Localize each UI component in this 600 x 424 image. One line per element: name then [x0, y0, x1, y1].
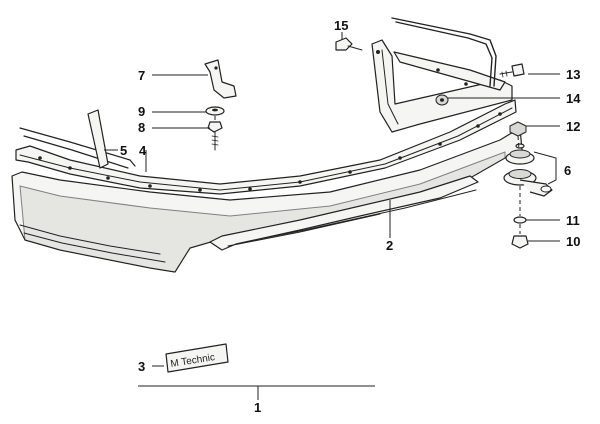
callout-2: 2 [386, 238, 393, 253]
callout-12: 12 [566, 119, 580, 134]
rubber-buffer-icon [503, 143, 553, 197]
bolt-icon [207, 121, 223, 151]
mounting-hole-row [38, 112, 502, 192]
callout-9: 9 [138, 104, 145, 119]
callout-4: 4 [139, 143, 147, 158]
bumper-impact-strip [15, 99, 517, 195]
callout-7: 7 [138, 68, 145, 83]
bolt-icon [499, 63, 525, 78]
callout-10: 10 [566, 234, 580, 249]
m-technic-badge: M Technic [165, 343, 229, 373]
leader-lines [104, 32, 560, 400]
washer-icon [205, 106, 225, 116]
bracket-icon [204, 59, 237, 99]
clip-icon [335, 37, 363, 51]
callout-1: 1 [254, 400, 261, 415]
bumper-cover [11, 127, 523, 273]
callout-3: 3 [138, 359, 145, 374]
callout-6: 6 [564, 163, 571, 178]
nut-icon [509, 121, 527, 137]
washer-icon [513, 216, 527, 224]
callout-15: 15 [334, 18, 348, 33]
nut-icon [435, 94, 449, 106]
bolt-icon [511, 235, 529, 249]
callout-5: 5 [120, 143, 127, 158]
callout-8: 8 [138, 120, 145, 135]
callout-14: 14 [566, 91, 581, 106]
bumper-carrier [371, 39, 513, 133]
end-trim-piece [87, 109, 109, 169]
callout-13: 13 [566, 67, 580, 82]
callout-11: 11 [566, 213, 580, 228]
side-trim-wire [391, 17, 497, 87]
